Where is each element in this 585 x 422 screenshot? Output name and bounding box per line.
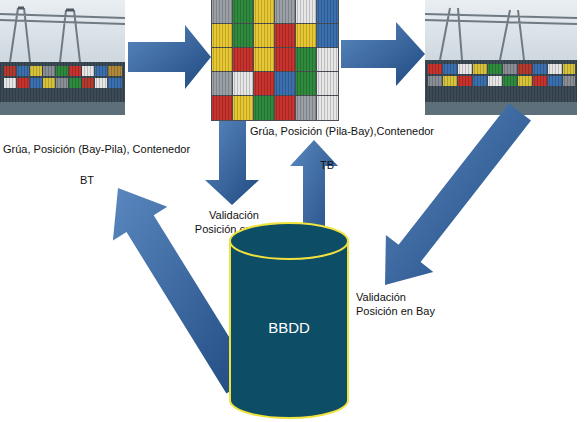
flow-arrow (341, 22, 425, 86)
annotation-label: BT (80, 173, 110, 187)
flow-arrow (128, 25, 211, 89)
annotation-label: TB (320, 158, 350, 172)
annotation-label: Validación Posición en Bay (356, 290, 442, 318)
ship-crane-photo (425, 0, 577, 115)
database-cylinder: BBDD (228, 222, 350, 420)
annotation-label: Grúa, Posición (Bay-Pila), Contenedor (3, 142, 208, 156)
node-label: BBDD (228, 319, 350, 336)
container-stack (211, 0, 339, 121)
ship-crane-photo (0, 0, 125, 115)
annotation-label: Grúa, Posición (Pila-Bay),Contenedor (250, 124, 435, 138)
cylinder-top (230, 223, 348, 259)
